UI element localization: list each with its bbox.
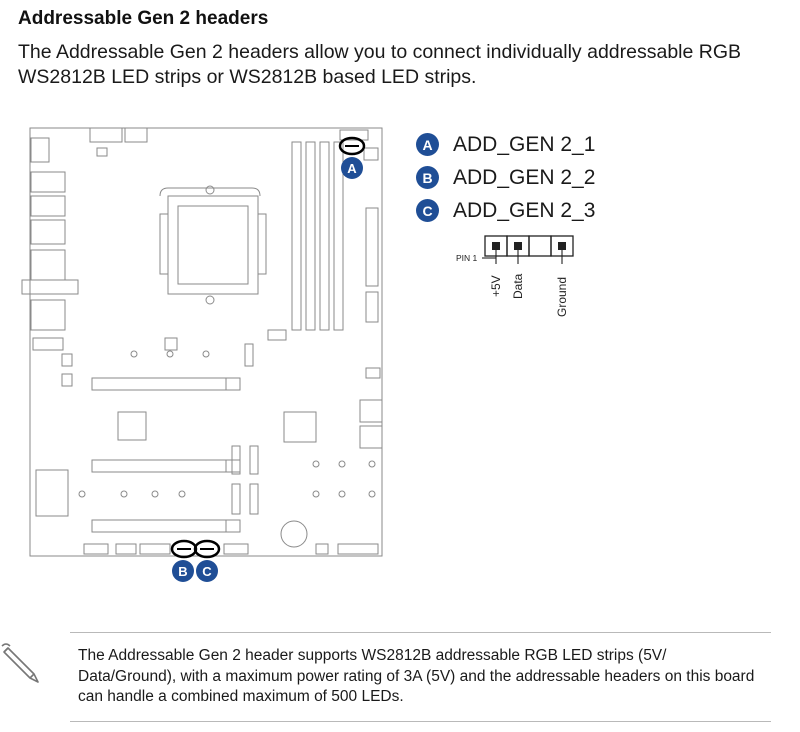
cpu-socket: [167, 195, 259, 295]
callout-badge-b: B: [172, 560, 194, 582]
pin-label-5v: +5V: [489, 275, 503, 297]
header-a-marker: [338, 136, 366, 156]
legend-item-b: B ADD_GEN 2_2: [416, 161, 595, 194]
legend-badge-a: A: [416, 133, 439, 156]
svg-text:A: A: [347, 161, 357, 176]
pcie-slot-1: [91, 377, 227, 391]
header-legend: A ADD_GEN 2_1 B ADD_GEN 2_2 C ADD_GEN 2_…: [416, 128, 595, 227]
legend-badge-b: B: [416, 166, 439, 189]
callout-badge-c: C: [196, 560, 218, 582]
svg-text:B: B: [178, 564, 187, 579]
pin-label-ground: Ground: [555, 277, 569, 317]
note-pencil-icon: [1, 643, 39, 683]
dimm-slot-4: [333, 141, 344, 331]
note-box: The Addressable Gen 2 header supports WS…: [70, 632, 771, 722]
section-intro: The Addressable Gen 2 headers allow you …: [18, 41, 742, 88]
pin-label-data: Data: [511, 273, 525, 299]
pin1-label: PIN 1: [456, 253, 478, 263]
dimm-slot-3: [319, 141, 330, 331]
legend-item-a: A ADD_GEN 2_1: [416, 128, 595, 161]
legend-label-b: ADD_GEN 2_2: [453, 165, 596, 189]
pcie-slot-3: [91, 519, 227, 533]
dimm-slot-2: [305, 141, 316, 331]
legend-label-c: ADD_GEN 2_3: [453, 198, 596, 222]
svg-text:C: C: [202, 564, 212, 579]
header-b-marker: [170, 539, 198, 559]
callout-badge-a: A: [341, 157, 363, 179]
pcie-slot-2: [91, 459, 227, 473]
legend-label-a: ADD_GEN 2_1: [453, 132, 596, 156]
section-title: Addressable Gen 2 headers: [18, 8, 269, 29]
motherboard-diagram: A B C PIN 1 +5V Data Ground: [21, 127, 574, 582]
header-c-marker: [193, 539, 221, 559]
note-text: The Addressable Gen 2 header supports WS…: [78, 647, 755, 705]
legend-item-c: C ADD_GEN 2_3: [416, 194, 595, 227]
dimm-slot-1: [291, 141, 302, 331]
pinout-diagram: PIN 1 +5V Data Ground: [456, 235, 574, 317]
legend-badge-c: C: [416, 199, 439, 222]
cmos-battery: [280, 520, 308, 548]
